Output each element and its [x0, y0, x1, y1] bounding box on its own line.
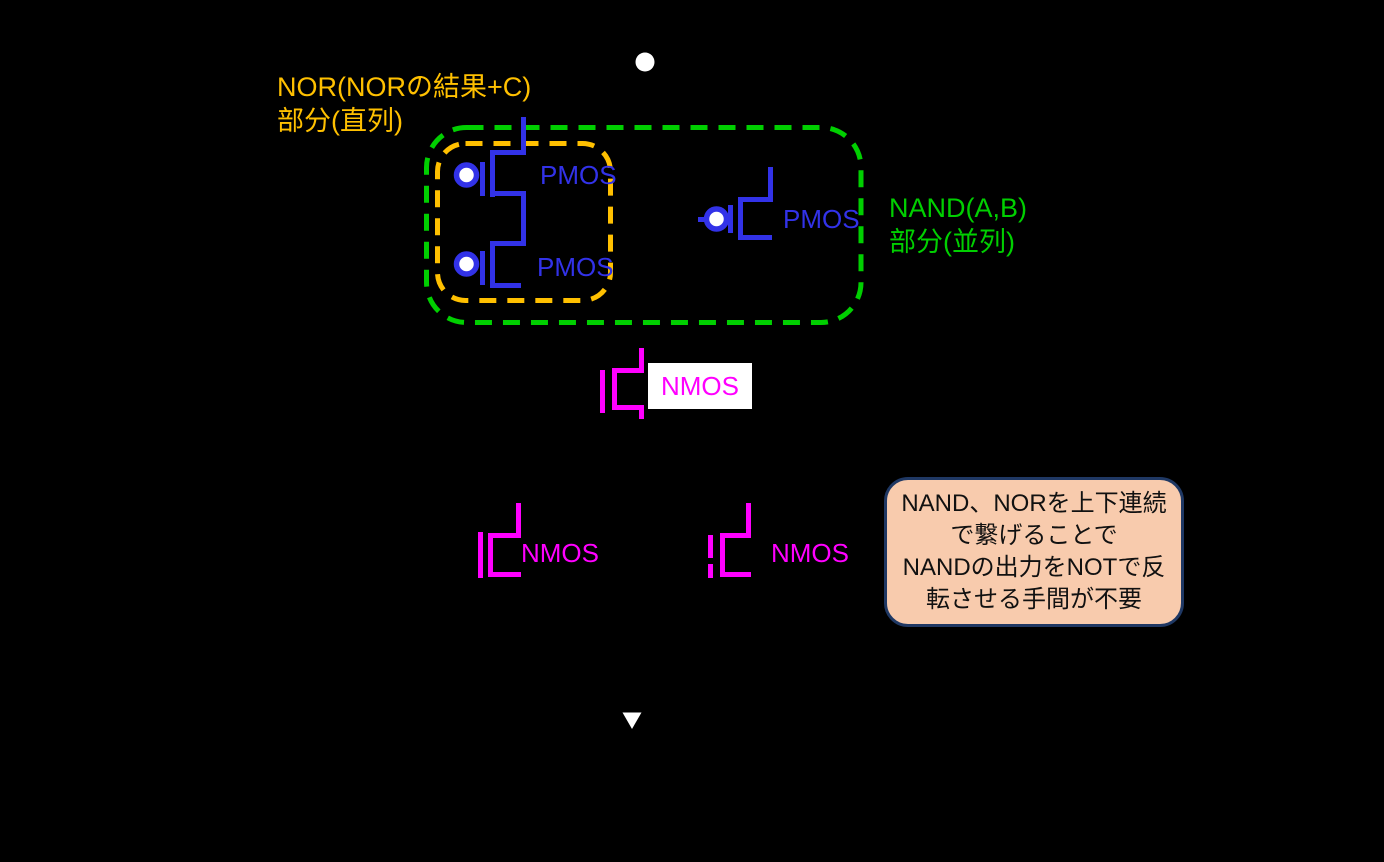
nand-group-outline [424, 125, 864, 325]
pmos-parallel-symbol [698, 167, 773, 240]
pmos-series-top-symbol [453, 117, 526, 246]
pmos-series-bottom-symbol [453, 241, 521, 288]
nmos-mid-label: NMOS [661, 370, 739, 401]
pmos-series-link [490, 191, 526, 246]
callout-note-text: NAND、NORを上下連続 で繋げることで NANDの出力をNOTで反 転させる… [901, 490, 1167, 613]
nmos-bottom-left-symbol [478, 503, 521, 578]
nmos-drain-lead [488, 503, 521, 538]
ground-arrow-icon [622, 712, 642, 729]
nmos-source-lead [612, 405, 644, 419]
pmos-source-lead [490, 117, 526, 155]
pmos-source-lead [738, 167, 773, 202]
vdd-node-dot [635, 52, 655, 72]
pmos-series-top-label: PMOS [540, 160, 617, 190]
pmos-series-bottom-label: PMOS [537, 252, 614, 282]
nor-group-annotation: NOR(NORの結果+C) 部分(直列) [277, 72, 532, 136]
pmos-bubble-icon [453, 251, 480, 277]
nmos-bottom-left-label: NMOS [521, 538, 599, 568]
nmos-drain-lead [720, 503, 751, 538]
nmos-bottom-right-label: NMOS [771, 538, 849, 568]
pmos-parallel-label: PMOS [783, 204, 860, 234]
nmos-bottom-right-symbol [708, 503, 751, 578]
callout-note: NAND、NORを上下連続 で繋げることで NANDの出力をNOTで反 転させる… [884, 477, 1184, 627]
pmos-bubble-icon [703, 206, 730, 232]
pmos-bubble-icon [453, 162, 480, 188]
nmos-mid-label-box: NMOS [648, 363, 752, 409]
nmos-drain-lead [612, 348, 644, 373]
nmos-mid-symbol [600, 348, 644, 419]
nand-group-annotation: NAND(A,B) 部分(並列) [889, 193, 1028, 257]
